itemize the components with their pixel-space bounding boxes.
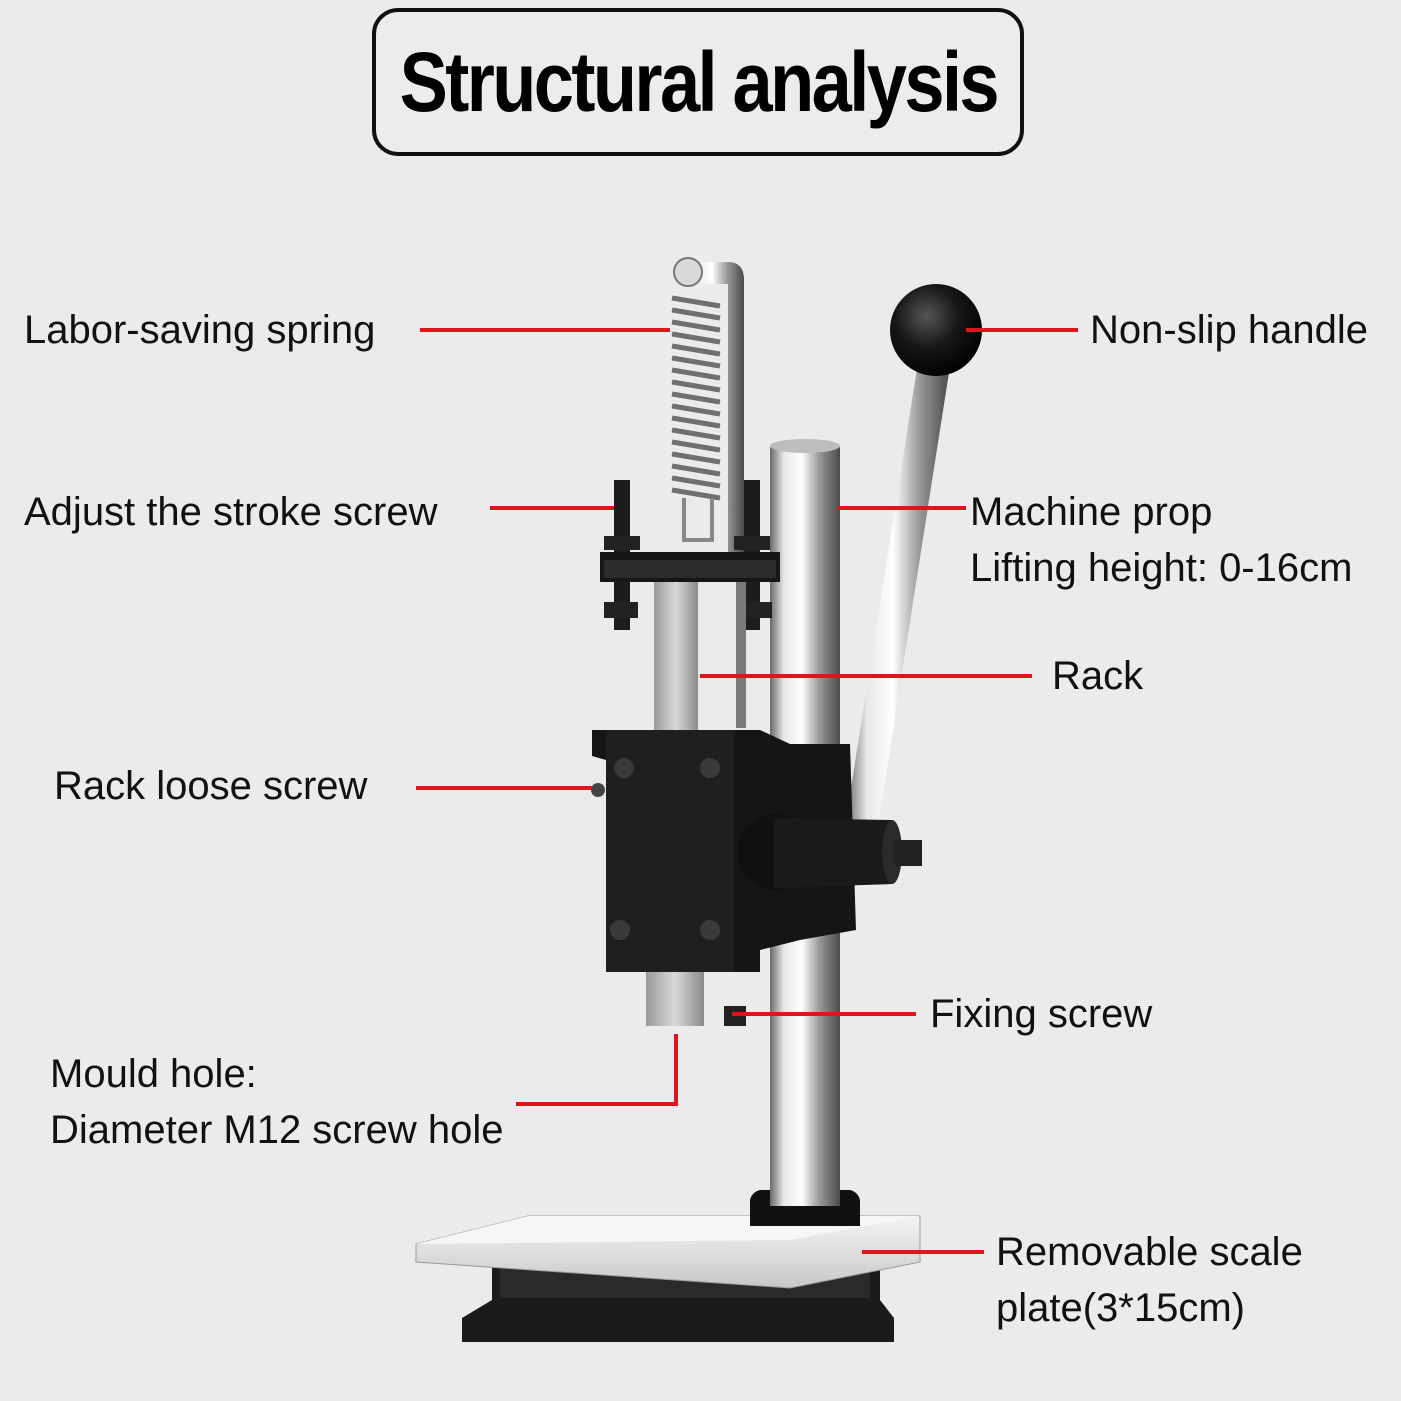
handle-lever [846, 284, 982, 826]
mould-hole-line1: Mould hole: [50, 1052, 257, 1096]
label-adjust-stroke-screw: Adjust the stroke screw [24, 490, 438, 534]
rack-housing [591, 730, 856, 972]
mould-end [646, 972, 746, 1026]
label-non-slip-handle: Non-slip handle [1090, 308, 1368, 352]
scale-plate-line1: Removable scale [996, 1230, 1303, 1274]
scale-plate-line2: plate(3*15cm) [996, 1286, 1246, 1330]
title-box: Structural analysis [372, 8, 1024, 156]
spring-assembly [671, 257, 744, 560]
machine-prop-line2: Lifting height: 0-16cm [970, 546, 1353, 590]
pinion-shaft [738, 814, 922, 890]
top-plate [600, 552, 780, 582]
label-machine-prop: Machine prop Lifting height: 0-16cm [970, 484, 1352, 596]
callout-lines [416, 328, 1078, 1254]
scale-plate [415, 1215, 921, 1289]
callout-mould [516, 1034, 678, 1106]
label-removable-scale-plate: Removable scale plate(3*15cm) [996, 1224, 1303, 1336]
mould-hole-line2: Diameter M12 screw hole [50, 1108, 504, 1152]
label-labor-saving-spring: Labor-saving spring [24, 308, 376, 352]
label-rack: Rack [1052, 654, 1144, 698]
label-mould-hole: Mould hole: Diameter M12 screw hole [50, 1046, 504, 1158]
page-title: Structural analysis [399, 34, 999, 129]
machine-prop-line1: Machine prop [970, 490, 1213, 534]
rack-bar [654, 582, 746, 732]
label-rack-loose-screw: Rack loose screw [54, 764, 368, 808]
label-fixing-screw: Fixing screw [930, 992, 1153, 1036]
